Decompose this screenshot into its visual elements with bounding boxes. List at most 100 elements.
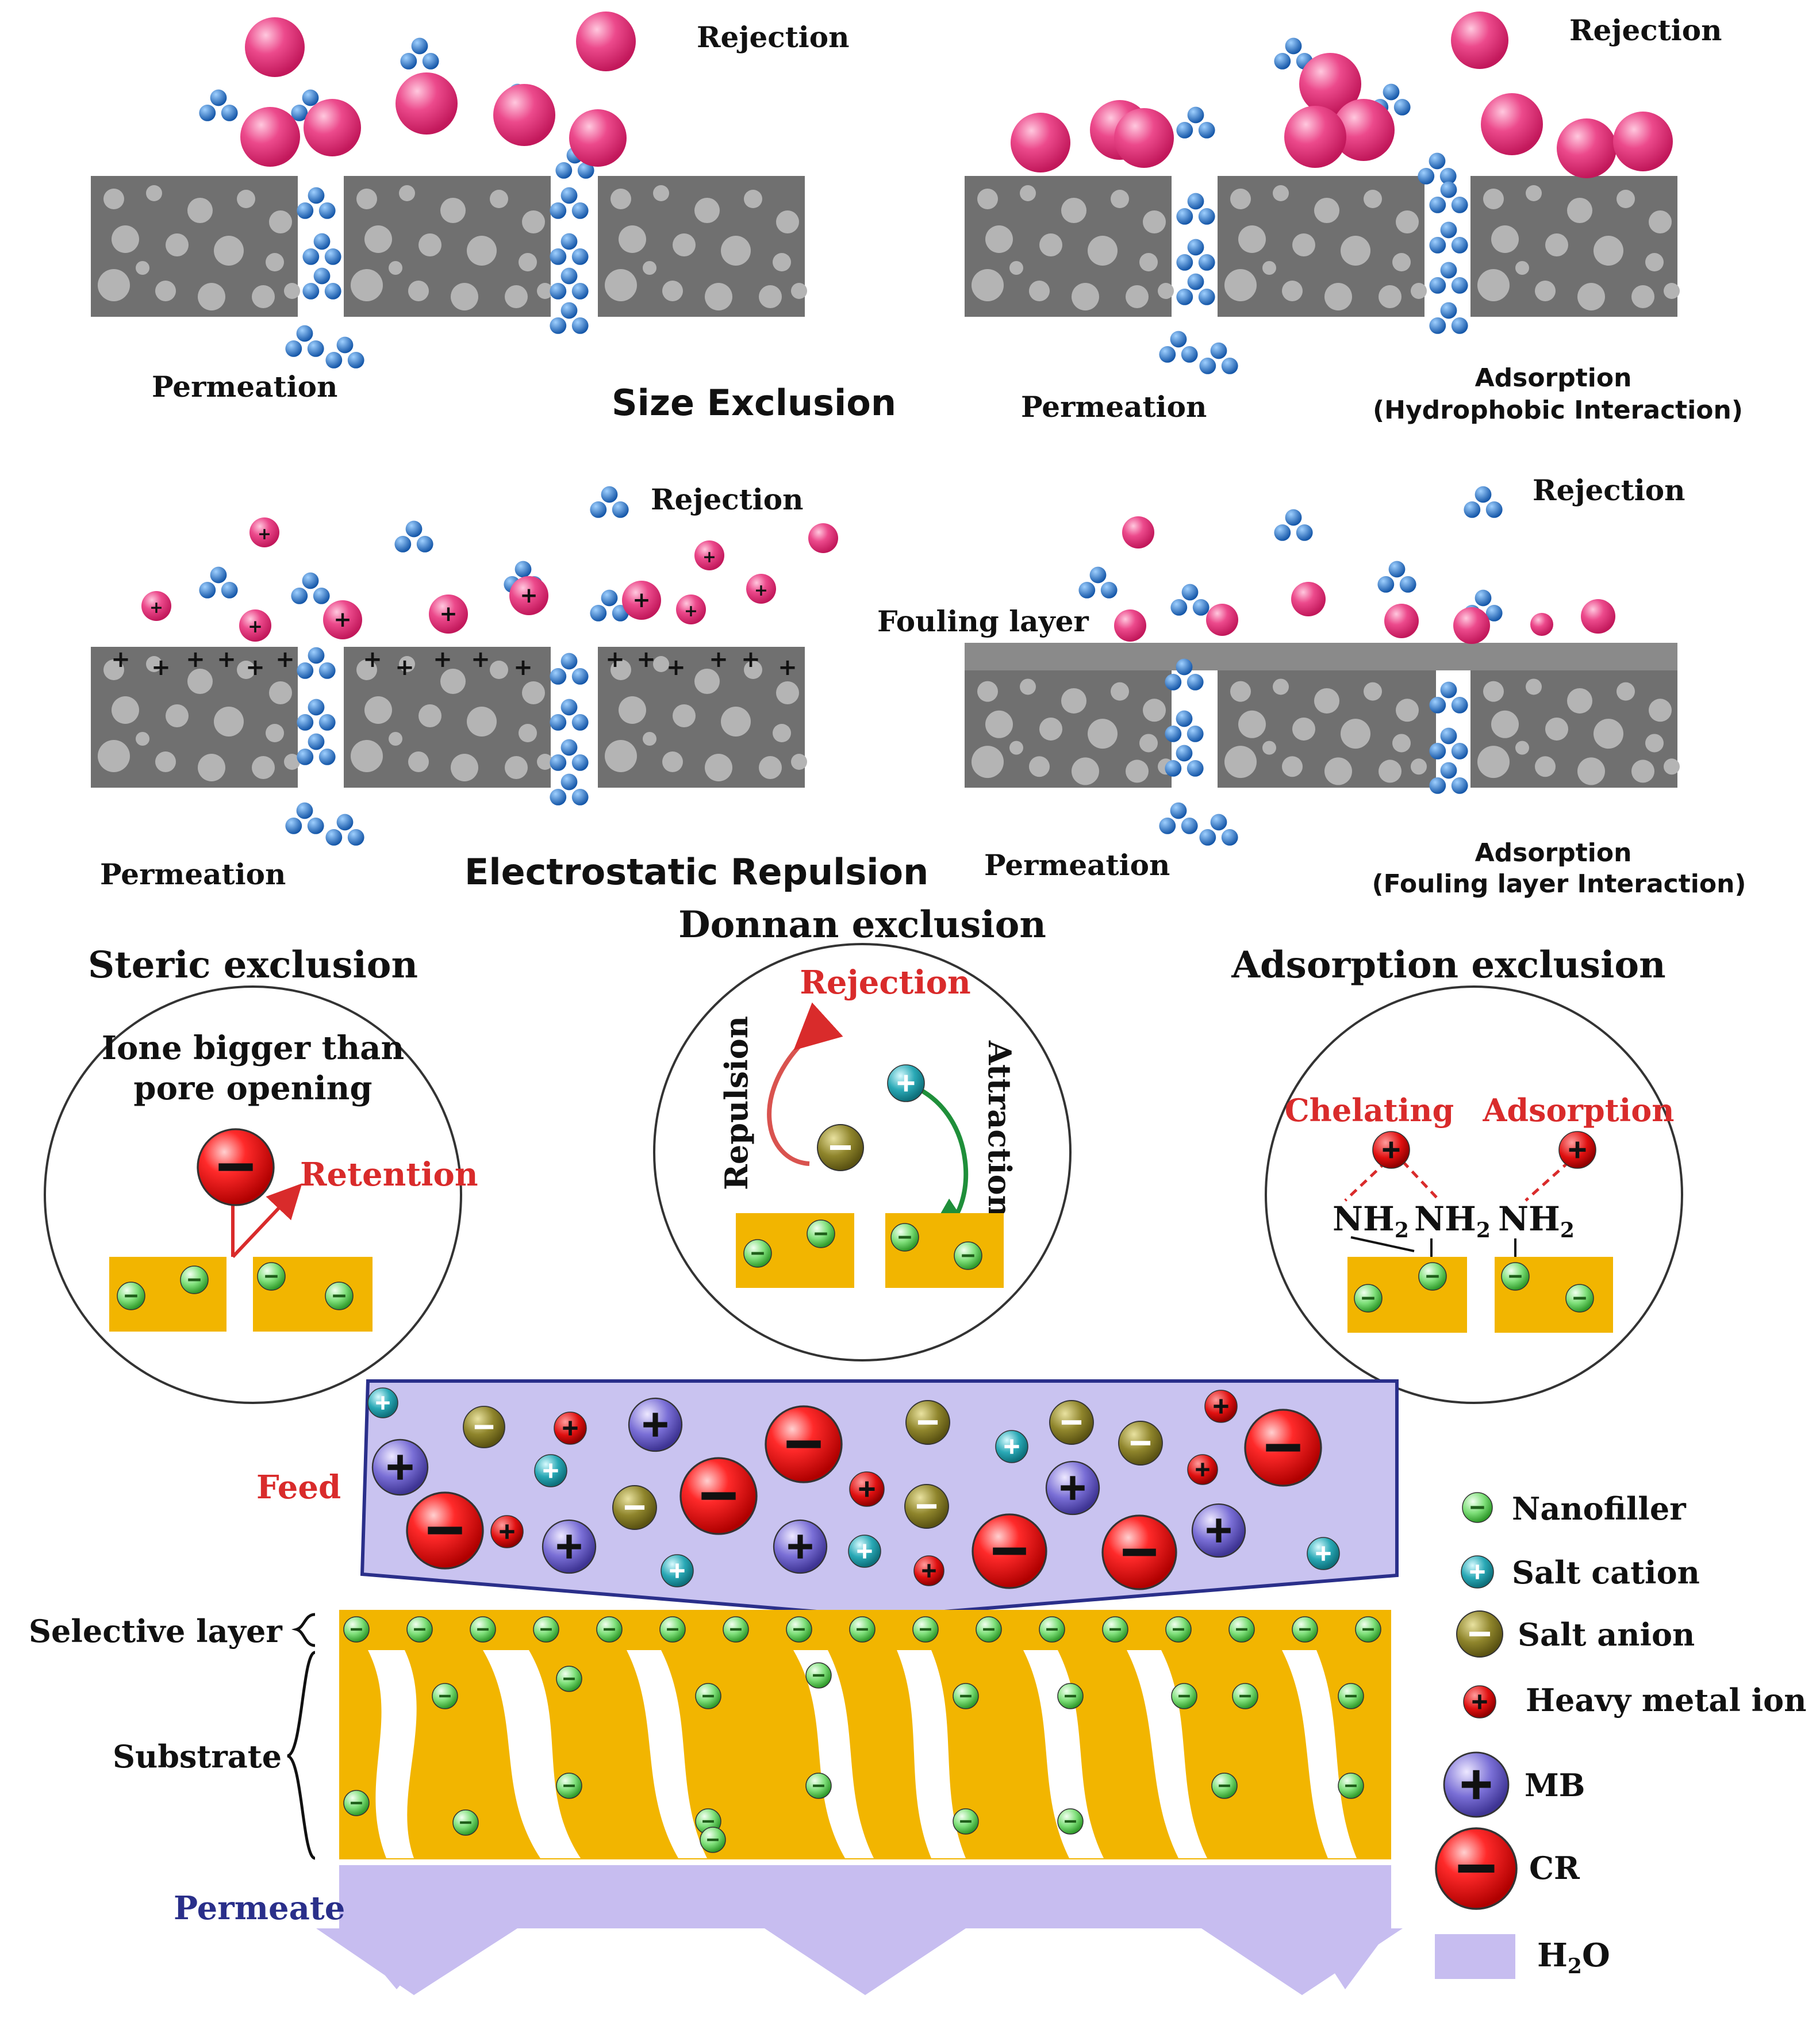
nanofiller [117,1282,145,1310]
pore-bubble [1483,681,1504,702]
pore-bubble [505,756,528,779]
pore-bubble [112,696,139,724]
permeate-arrow [765,1928,966,1995]
pore-bubble [112,225,139,253]
pore-bubble [389,732,402,746]
water-molecule [1464,486,1503,518]
nanofiller [1057,1808,1084,1835]
heavy-metal-ion [490,1515,524,1548]
solute-molecule [1114,609,1146,642]
pore-bubble [356,659,377,680]
water-molecule [1429,181,1468,213]
water-molecule [1078,566,1118,599]
mechanism-title: Steric exclusion [88,943,418,987]
pore-bubble [1411,283,1427,299]
pore-bubble [1224,746,1257,778]
nanofiller [343,1616,370,1643]
nanofiller [805,1773,832,1799]
nanofiller [807,1219,835,1248]
solute-molecule [1299,53,1361,115]
plus-sign: + [439,601,457,626]
nanofiller [723,1616,749,1643]
pore-bubble [1324,283,1352,310]
pore-bubble [418,233,441,256]
pore-bubble [1292,233,1315,256]
water-molecule [550,653,589,685]
pore-bubble [619,696,646,724]
salt-cation [1461,1555,1494,1589]
water-molecule [325,814,364,846]
water-molecule [291,572,330,604]
pore-bubble [1477,269,1510,301]
nanofiller [695,1683,721,1709]
salt-anion [904,1484,949,1529]
charged-solute [746,574,776,604]
cr-ion [1244,1409,1322,1487]
salt-cation [534,1454,567,1487]
pore-bubble [351,269,383,301]
solute-molecule [396,72,458,135]
pore-bubble [1158,283,1174,299]
nanofiller [1501,1262,1530,1291]
pore-bubble [519,253,537,271]
mb-ion [1191,1503,1246,1558]
plus-sign: + [258,524,271,543]
mechanism-title: Adsorption exclusion [1231,943,1665,987]
cr-ion [679,1457,758,1535]
surface-charge: + [151,654,171,681]
nanofiller [406,1616,433,1643]
pore-bubble [237,190,255,208]
pore-bubble [237,661,255,679]
pore-bubble [610,189,631,209]
pore-bubble [98,269,130,301]
permeation-label: Permeation [100,857,286,891]
nanofiller [180,1265,209,1294]
plus-sign: + [684,601,698,620]
pore-bubble [1545,717,1568,741]
salt-cation [995,1430,1028,1463]
salt-cation [848,1535,881,1568]
water-molecule [1176,273,1215,305]
pore-bubble [451,754,478,781]
water-molecule [550,187,589,219]
charged-solute [622,581,661,620]
pore-bubble [166,704,189,727]
solute-molecule [569,109,627,167]
solute-molecule [245,17,305,77]
pore-bubble [1009,261,1023,275]
water-molecule [297,699,336,731]
water-molecule [550,773,589,806]
pore-bubble [653,656,669,672]
panel-title: Electrostatic Repulsion [464,851,928,893]
pore-bubble [1273,185,1289,201]
caption-line: Ione bigger than [102,1029,404,1067]
permeation-label: Permeation [152,370,337,404]
charged-solute [249,517,279,547]
pore-bubble [1617,682,1635,701]
pore-bubble [1567,688,1592,714]
pore-bubble [389,261,402,275]
pore-bubble [1341,236,1370,266]
pore-bubble [1477,746,1510,778]
salt-anion [1118,1421,1163,1466]
nanofiller [786,1616,812,1643]
surface-charge: + [433,646,452,673]
pore-bubble [776,681,799,704]
mechanism-adsorption: Adsorption exclusion Chelating Adsorptio… [1231,943,1683,1404]
interaction-label: (Fouling layer Interaction) [1372,869,1746,899]
heavy-metal-ion [849,1471,885,1507]
pore-bubble [977,189,998,209]
water-molecule [285,802,324,834]
pore-bubble [519,724,537,742]
pore-bubble [198,283,225,310]
permeate-arrow [1201,1928,1403,1995]
solute-molecule [1451,11,1508,69]
pore-bubble [1262,261,1276,275]
surface-charge: + [395,654,414,681]
nanofiller [976,1616,1002,1643]
plus-sign: + [632,587,650,612]
solute-molecule [1011,113,1070,172]
plus-sign: + [520,582,537,608]
solute-molecule [1291,582,1326,616]
pore-bubble [694,198,720,223]
